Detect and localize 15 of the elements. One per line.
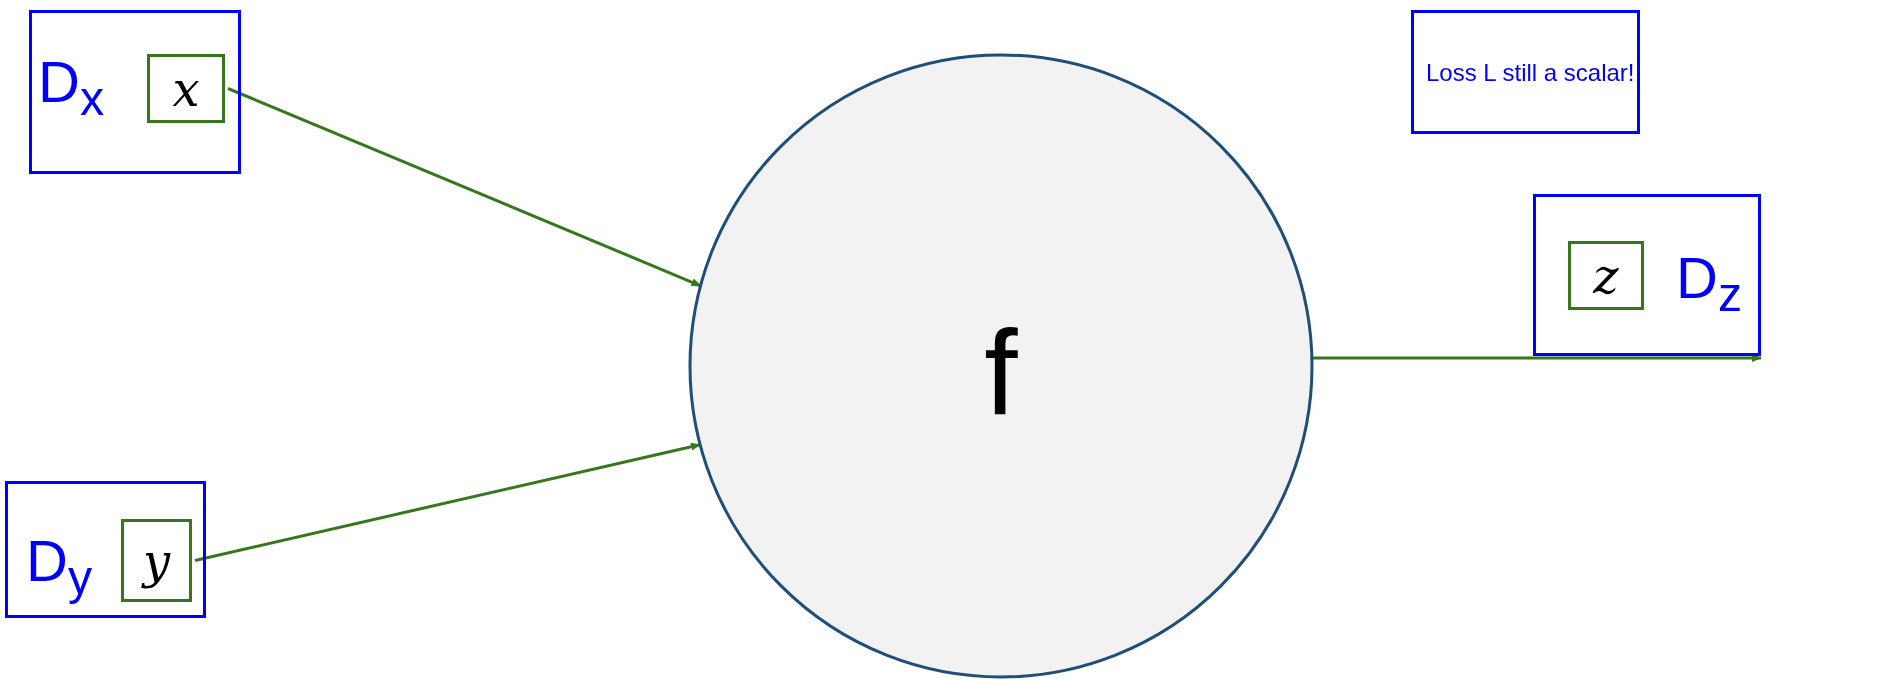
container-box — [1533, 194, 1761, 356]
arrow — [1311, 354, 1762, 362]
container-box — [1411, 10, 1640, 134]
set-label: D$_{z}$ — [1676, 249, 1743, 318]
variable-box: x — [147, 54, 225, 123]
function-node — [688, 53, 1314, 679]
function-label: f — [984, 312, 1018, 432]
arrow — [227, 87, 702, 288]
note-text: Loss L still a scalar! — [1426, 61, 1635, 85]
set-label: D$_{x}$ — [38, 53, 105, 122]
container-box — [29, 10, 241, 174]
container-box — [5, 481, 206, 618]
variable-box: z — [1568, 241, 1644, 310]
arrow — [194, 442, 701, 562]
variable-box: y — [121, 519, 192, 602]
